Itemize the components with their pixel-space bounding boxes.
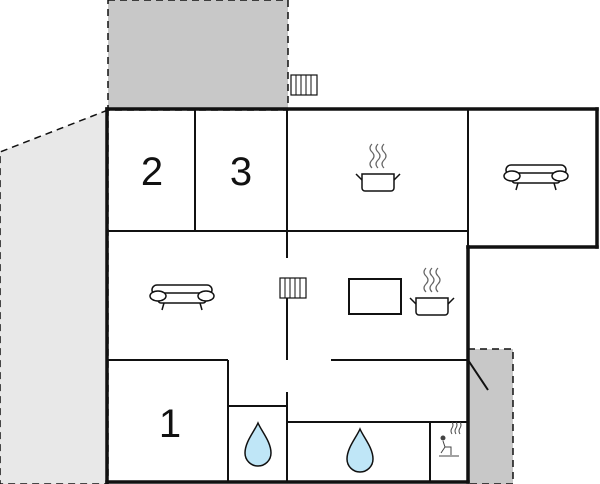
cooking-pot-icon (409, 267, 455, 316)
room-label-2: 2 (141, 150, 163, 194)
sofa-icon (149, 284, 215, 311)
room-label-3: 3 (230, 150, 252, 194)
terrace-left (0, 108, 109, 484)
radiator-icon (279, 277, 307, 299)
sauna-icon (439, 421, 462, 457)
water-drop-icon (346, 428, 374, 473)
room-label-1: 1 (159, 402, 181, 446)
terrace-top (107, 0, 289, 111)
water-drop-icon (244, 422, 272, 467)
cooking-pot-icon (355, 143, 401, 192)
interior-walls (107, 109, 489, 482)
radiator-icon (290, 74, 318, 96)
tv-icon (348, 278, 402, 315)
sofa-icon (503, 164, 569, 191)
